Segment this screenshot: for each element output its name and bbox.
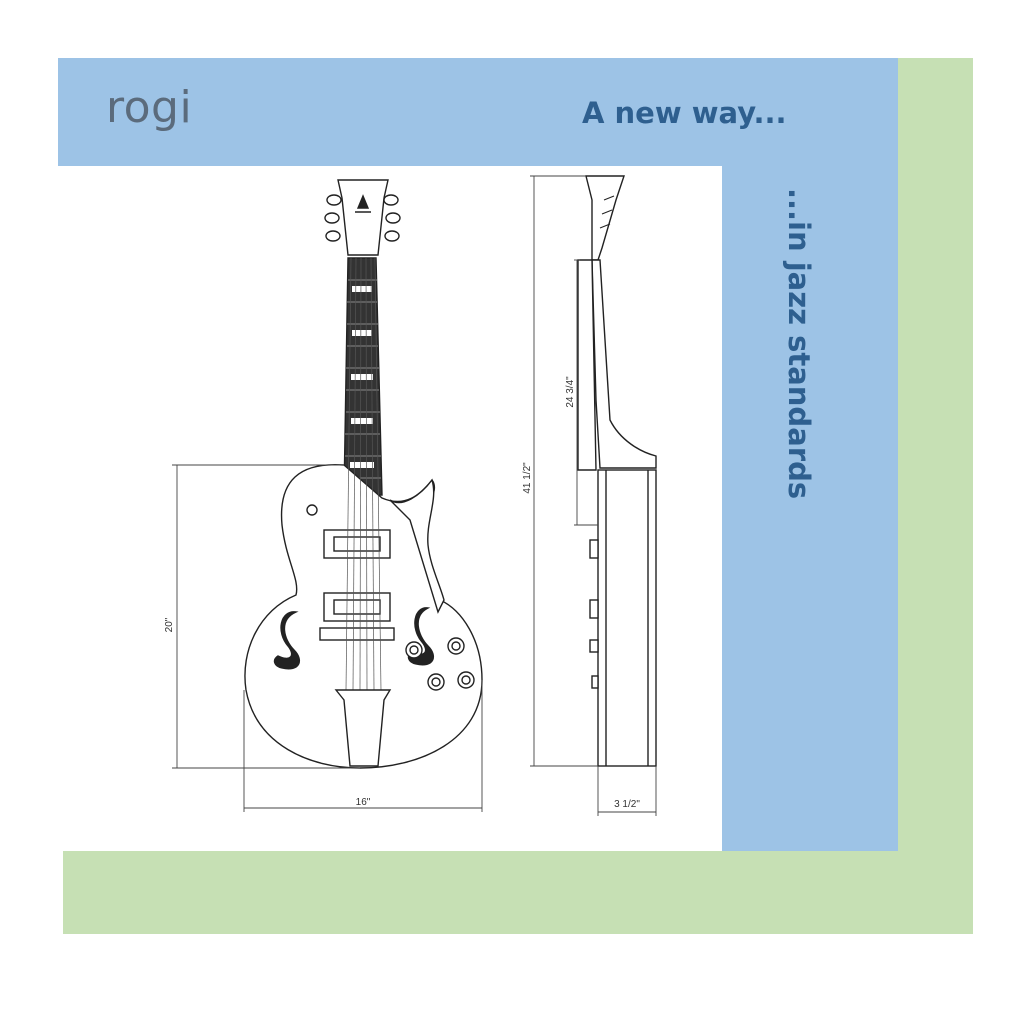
tailpiece — [334, 689, 392, 767]
selector-switch — [306, 504, 318, 516]
f-hole-left — [273, 611, 301, 670]
dim-length-label: 41 1/2" — [522, 462, 533, 494]
strings — [345, 257, 382, 691]
blue-band-right — [722, 58, 898, 851]
tagline-top: A new way... — [582, 96, 787, 130]
tuners-right — [383, 194, 401, 242]
fret-inlays — [350, 286, 374, 468]
dim-depth-label: 3 1/2" — [614, 799, 640, 810]
bridge — [319, 627, 395, 641]
side-tuners — [599, 195, 615, 229]
dim-height-label: 20" — [164, 617, 175, 632]
dim-scale-label: 24 3/4" — [565, 376, 576, 408]
frets — [345, 279, 381, 479]
side-fretboard — [577, 259, 597, 471]
side-hardware — [589, 539, 599, 689]
guitar-side-view — [577, 175, 657, 767]
headstock-logo — [355, 194, 371, 213]
f-hole-right — [407, 607, 435, 666]
brand-title: rogi — [106, 82, 193, 133]
side-body — [597, 469, 657, 767]
green-band-bottom — [63, 851, 973, 934]
pickguard — [389, 478, 445, 614]
green-band-right — [897, 58, 973, 934]
guitar-front-view — [244, 179, 483, 769]
side-neck — [591, 259, 657, 469]
headstock — [337, 179, 389, 256]
tuners-left — [324, 194, 342, 242]
dim-width-label: 16" — [356, 797, 371, 808]
control-knobs — [405, 637, 475, 691]
dimension-lines — [172, 175, 657, 816]
side-headstock — [585, 175, 625, 261]
